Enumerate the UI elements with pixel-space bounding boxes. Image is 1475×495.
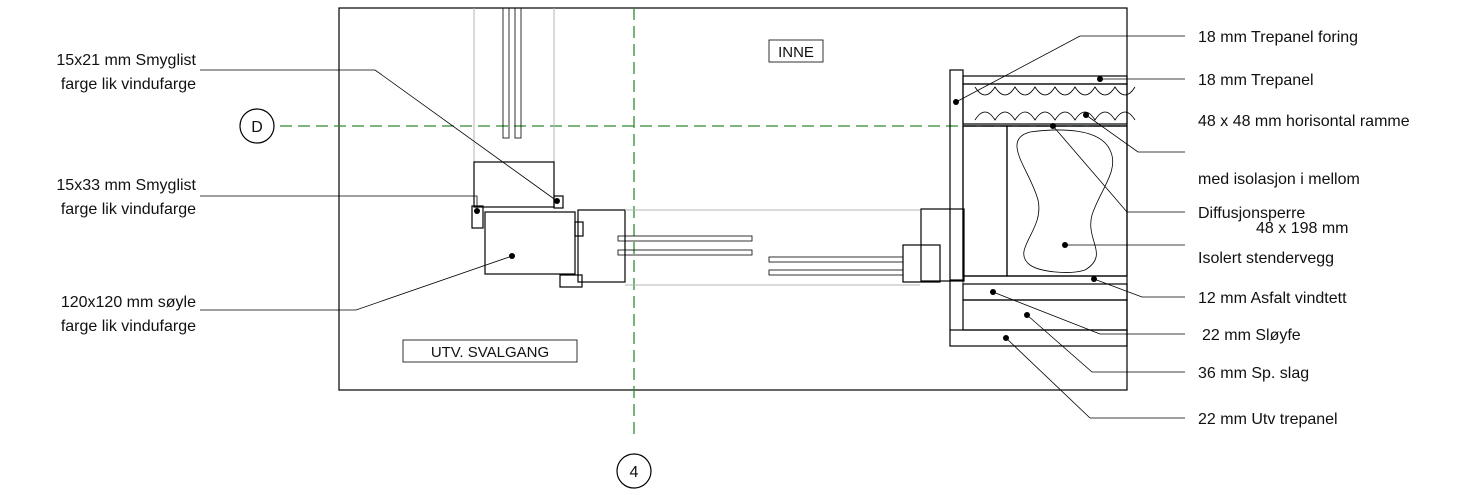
label-right-horisontal-ramme-line2: med isolasjon i mellom [1198,171,1360,188]
label-right-horisontal-ramme: 48 x 48 mm horisontal ramme med isolasjo… [1198,113,1410,188]
drawing-frame [338,7,1128,391]
window-frame-lower [559,208,965,288]
label-right-sp-slag: 36 mm Sp. slag [1198,365,1309,382]
label-right-diffusjonsperre: Diffusjonsperre [1198,205,1305,222]
label-left-smyglist-15x21-line1: 15x21 mm Smyglist [56,52,196,69]
label-right-trepanel: 18 mm Trepanel [1198,72,1314,89]
label-left-post: 120x120 mm søyle farge lik vindufarge [61,294,196,335]
label-right-sloyfe: 22 mm Sløyfe [1202,327,1301,344]
label-left-post-line1: 120x120 mm søyle [61,294,196,311]
label-left-smyglist-15x33-line1: 15x33 mm Smyglist [56,177,196,194]
post-120x120 [471,205,584,275]
label-right-stendervegg-line2: Isolert stendervegg [1198,250,1334,267]
label-right-stendervegg-line1: 48 x 198 mm [1256,220,1348,237]
label-right-trepanel-foring: 18 mm Trepanel foring [1198,29,1358,46]
zone-label-inside: INNE [768,39,824,63]
label-right-horisontal-ramme-line1: 48 x 48 mm horisontal ramme [1198,113,1410,130]
grid-marker-vertical: 4 [616,453,652,489]
label-left-smyglist-15x33-line2: farge lik vindufarge [61,201,196,218]
grid-marker-vertical-text: 4 [630,464,639,481]
leader-lines [200,35,1185,419]
label-left-smyglist-15x21: 15x21 mm Smyglist farge lik vindufarge [56,52,196,93]
grid-marker-horizontal: D [239,108,275,144]
label-right-asfalt-vindtett: 12 mm Asfalt vindtett [1198,290,1347,307]
window-frame-upper [473,7,564,209]
wall-section [949,69,1136,347]
zone-label-outside-text: UTV. SVALGANG [431,344,549,361]
grid-marker-horizontal-text: D [251,119,263,136]
label-right-stendervegg: 48 x 198 mm Isolert stendervegg [1198,220,1348,267]
label-left-smyglist-15x21-line2: farge lik vindufarge [61,76,196,93]
label-right-utv-trepanel: 22 mm Utv trepanel [1198,411,1338,428]
zone-label-inside-text: INNE [778,44,814,61]
zone-label-outside: UTV. SVALGANG [402,339,578,363]
label-left-post-line2: farge lik vindufarge [61,318,196,335]
label-left-smyglist-15x33: 15x33 mm Smyglist farge lik vindufarge [56,177,196,218]
